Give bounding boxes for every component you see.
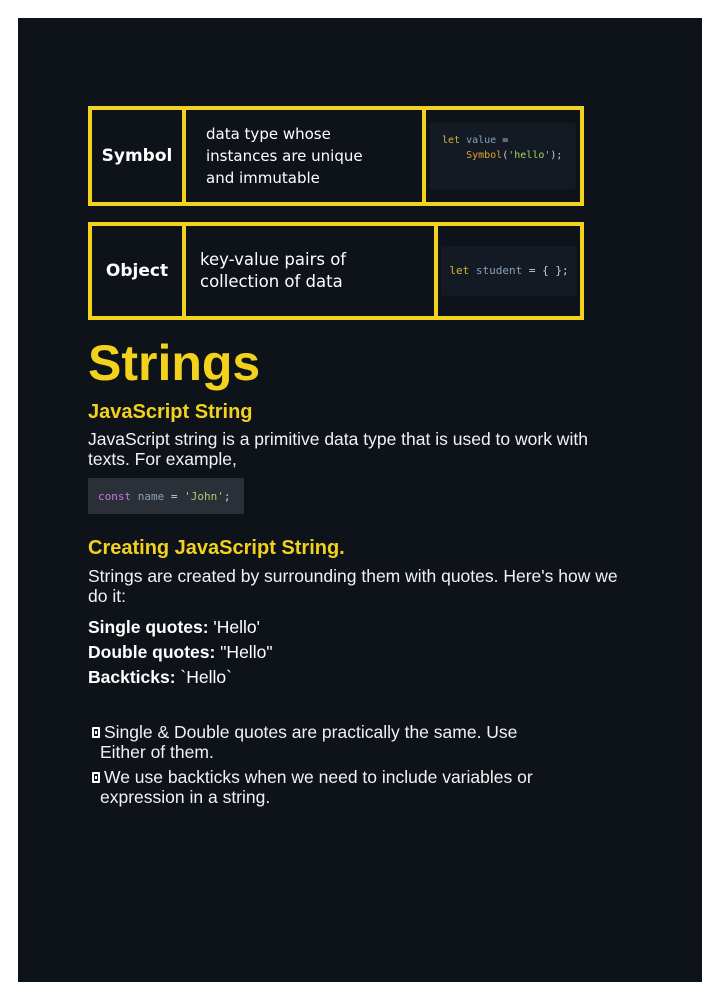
- symbol-type-row: Symbol data type whose instances are uni…: [88, 106, 584, 206]
- section-heading: Creating JavaScript String.: [88, 537, 345, 559]
- bullet-icon: [92, 772, 100, 783]
- type-code-cell: let value = Symbol('hello');: [422, 110, 580, 202]
- section-heading: JavaScript String: [88, 401, 253, 423]
- type-name: Object: [105, 261, 169, 281]
- section-paragraph: JavaScript string is a primitive data ty…: [88, 429, 588, 469]
- type-code-cell: let student = { };: [434, 226, 580, 316]
- type-description-cell: key-value pairs of collection of data: [182, 226, 434, 316]
- section-paragraph: Strings are created by surrounding them …: [88, 566, 618, 606]
- code-snippet: let student = { };: [441, 246, 577, 296]
- type-name: Symbol: [101, 146, 173, 166]
- type-description-cell: data type whose instances are unique and…: [182, 110, 422, 202]
- object-type-row: Object key-value pairs of collection of …: [88, 222, 584, 320]
- quote-type-line: Backticks: `Hello`: [88, 667, 232, 687]
- note-item: We use backticks when we need to include…: [92, 767, 612, 807]
- bullet-icon: [92, 727, 100, 738]
- code-snippet: let value = Symbol('hello');: [430, 123, 576, 189]
- quote-type-line: Double quotes: "Hello": [88, 642, 273, 662]
- page-title: Strings: [88, 335, 261, 391]
- type-name-cell: Symbol: [92, 110, 182, 202]
- note-item: Single & Double quotes are practically t…: [92, 722, 612, 762]
- quote-type-line: Single quotes: 'Hello': [88, 617, 260, 637]
- type-name-cell: Object: [92, 226, 182, 316]
- type-description: key-value pairs of collection of data: [200, 250, 347, 291]
- code-snippet: const name = 'John';: [88, 478, 244, 514]
- type-description: data type whose instances are unique and…: [206, 125, 363, 187]
